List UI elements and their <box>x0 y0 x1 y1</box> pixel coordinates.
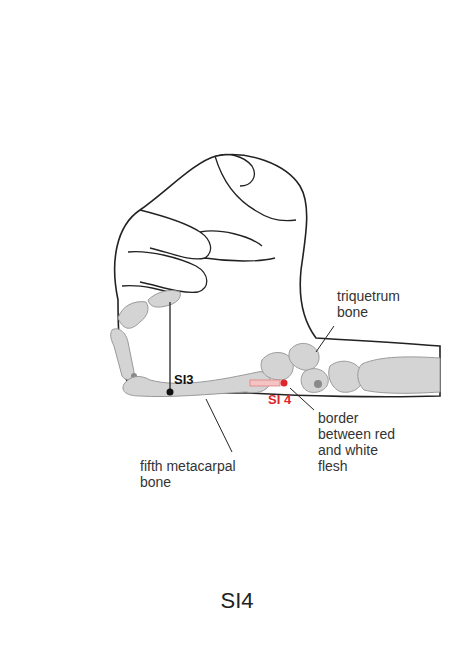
note-label: border between red and white flesh <box>318 410 408 474</box>
si3-point <box>167 389 174 396</box>
caption: SI4 <box>187 588 287 613</box>
bone-label: triquetrum bone <box>337 288 427 320</box>
metacarpal-bone <box>123 372 270 397</box>
point-label: SI 4 <box>268 392 312 407</box>
guide-line <box>169 302 170 390</box>
border-stripe <box>250 380 280 386</box>
forearm-bones <box>329 357 440 393</box>
thumb-outline <box>216 154 254 186</box>
si4-point <box>281 380 288 387</box>
leader-line <box>290 388 314 410</box>
hand-outline <box>115 155 440 397</box>
leader-line <box>316 326 334 352</box>
bone-label: fifth metacarpal bone <box>140 458 270 490</box>
leader-line <box>206 399 232 452</box>
point-label: SI3 <box>174 372 214 387</box>
finger-lines <box>122 156 296 296</box>
